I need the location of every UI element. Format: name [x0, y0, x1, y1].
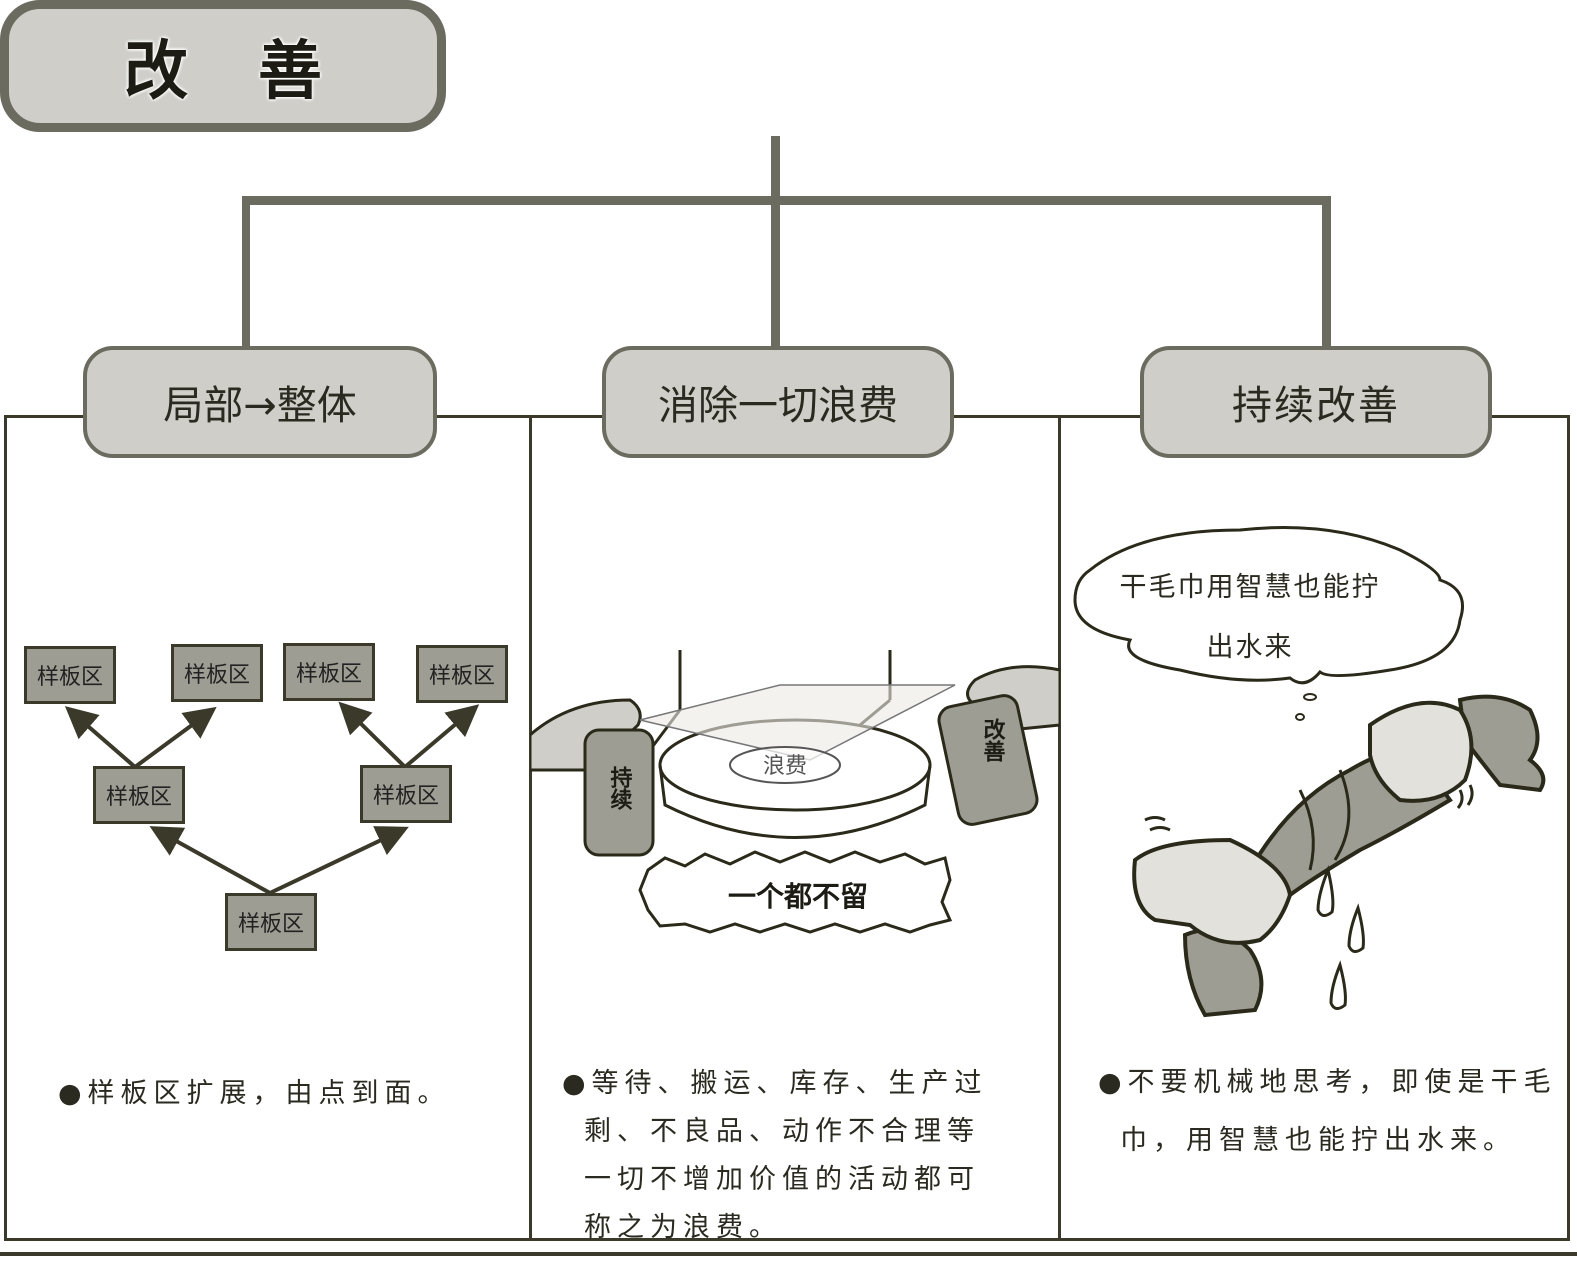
- wringing-towel-illustration: [1132, 694, 1546, 1018]
- banner-shape: [638, 850, 953, 934]
- category-continuous-improvement: 持续改善: [1140, 346, 1492, 458]
- right-bottle-label: 改善: [980, 717, 1006, 763]
- banner-text: 一个都不留: [728, 880, 868, 913]
- arrow: [149, 826, 271, 895]
- sample-area-top-1: 样板区: [24, 646, 116, 704]
- arrow: [133, 706, 217, 769]
- category-local-to-whole: 局部→整体: [83, 346, 437, 458]
- connector-middle-drop: [771, 196, 780, 348]
- left-bottle: [583, 728, 655, 857]
- note-right: ●不要机械地思考，即使是干毛 巾，用智慧也能拧出水来。: [1098, 1067, 1557, 1156]
- film-sheet: [639, 684, 956, 761]
- sample-tree-arrows: [64, 701, 480, 895]
- connector-root-stem: [771, 136, 780, 202]
- arrow: [338, 701, 407, 769]
- category-title: 持续改善: [1232, 383, 1400, 429]
- connector-horizontal-bar: [242, 196, 1331, 205]
- water-drop-icon: [1316, 865, 1335, 917]
- sample-area-mid-1: 样板区: [93, 766, 185, 824]
- arrow: [64, 706, 137, 769]
- root-title: 改善: [124, 35, 392, 109]
- arrow: [403, 704, 480, 769]
- sample-area-root: 样板区: [225, 893, 317, 951]
- water-drop-icon: [1347, 903, 1365, 953]
- upper-hand-icon: [1368, 700, 1474, 803]
- sample-area-mid-2: 样板区: [360, 765, 452, 823]
- sample-area-top-2: 样板区: [171, 644, 263, 702]
- category-title: 局部→整体: [163, 383, 357, 429]
- waste-sieve-illustration: 浪费 持续 改善 一个都不留: [530, 650, 1060, 934]
- sample-area-top-4: 样板区: [416, 645, 508, 703]
- arrow: [269, 826, 409, 895]
- connector-right-drop: [1322, 196, 1331, 348]
- category-title: 消除一切浪费: [658, 383, 898, 429]
- connector-left-drop: [242, 196, 250, 348]
- category-eliminate-waste: 消除一切浪费: [602, 346, 954, 458]
- towel-top-end: [1457, 694, 1546, 793]
- creature-label: 浪费: [763, 754, 807, 779]
- bottom-rule: [0, 1252, 1577, 1256]
- right-bottle: [937, 694, 1039, 826]
- thought-line-2: 出水来: [1207, 632, 1294, 663]
- left-bottle-label: 持续: [607, 766, 633, 811]
- thought-bubble: 干毛巾用智慧也能拧 出水来: [1073, 526, 1464, 721]
- left-hand-icon: [530, 698, 642, 772]
- root-node: 改善: [0, 0, 446, 132]
- sample-area-top-3: 样板区: [283, 643, 375, 701]
- waste-creature-icon: [729, 746, 841, 784]
- thought-line-1: 干毛巾用智慧也能拧: [1120, 572, 1381, 603]
- note-middle: ●等待、搬运、库存、生产过 剩、不良品、动作不合理等 一切不增加价值的活动都可 …: [562, 1068, 988, 1243]
- note-left: ●样板区扩展，由点到面。: [58, 1078, 451, 1109]
- lower-hand-icon: [1132, 837, 1293, 945]
- water-drop-icon: [1329, 960, 1347, 1010]
